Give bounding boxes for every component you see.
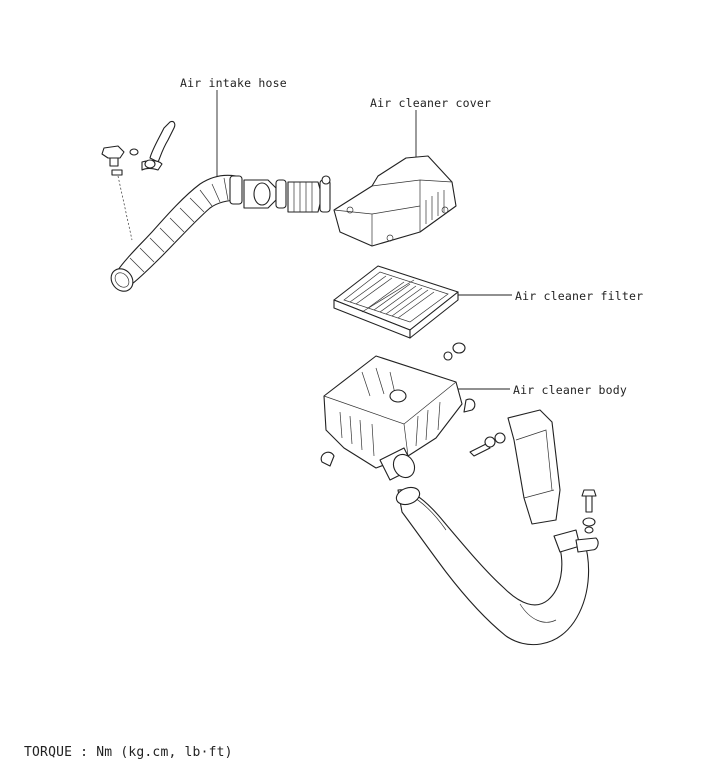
label-air-cleaner-filter: Air cleaner filter (515, 289, 644, 303)
label-air-intake-hose: Air intake hose (180, 76, 287, 90)
air-cleaner-body-part (320, 342, 476, 481)
label-air-cleaner-body: Air cleaner body (513, 383, 627, 397)
air-cleaner-cover-part (333, 155, 457, 247)
torque-units-caption: TORQUE : Nm (kg.cm, lb·ft) (24, 745, 233, 760)
label-air-cleaner-cover: Air cleaner cover (370, 96, 492, 110)
lower-duct-hose-part (395, 486, 599, 646)
air-intake-hose-part (101, 120, 331, 292)
intake-duct-part (507, 409, 561, 525)
hardware-bolts (469, 432, 597, 534)
air-cleaner-filter-part (333, 265, 459, 339)
